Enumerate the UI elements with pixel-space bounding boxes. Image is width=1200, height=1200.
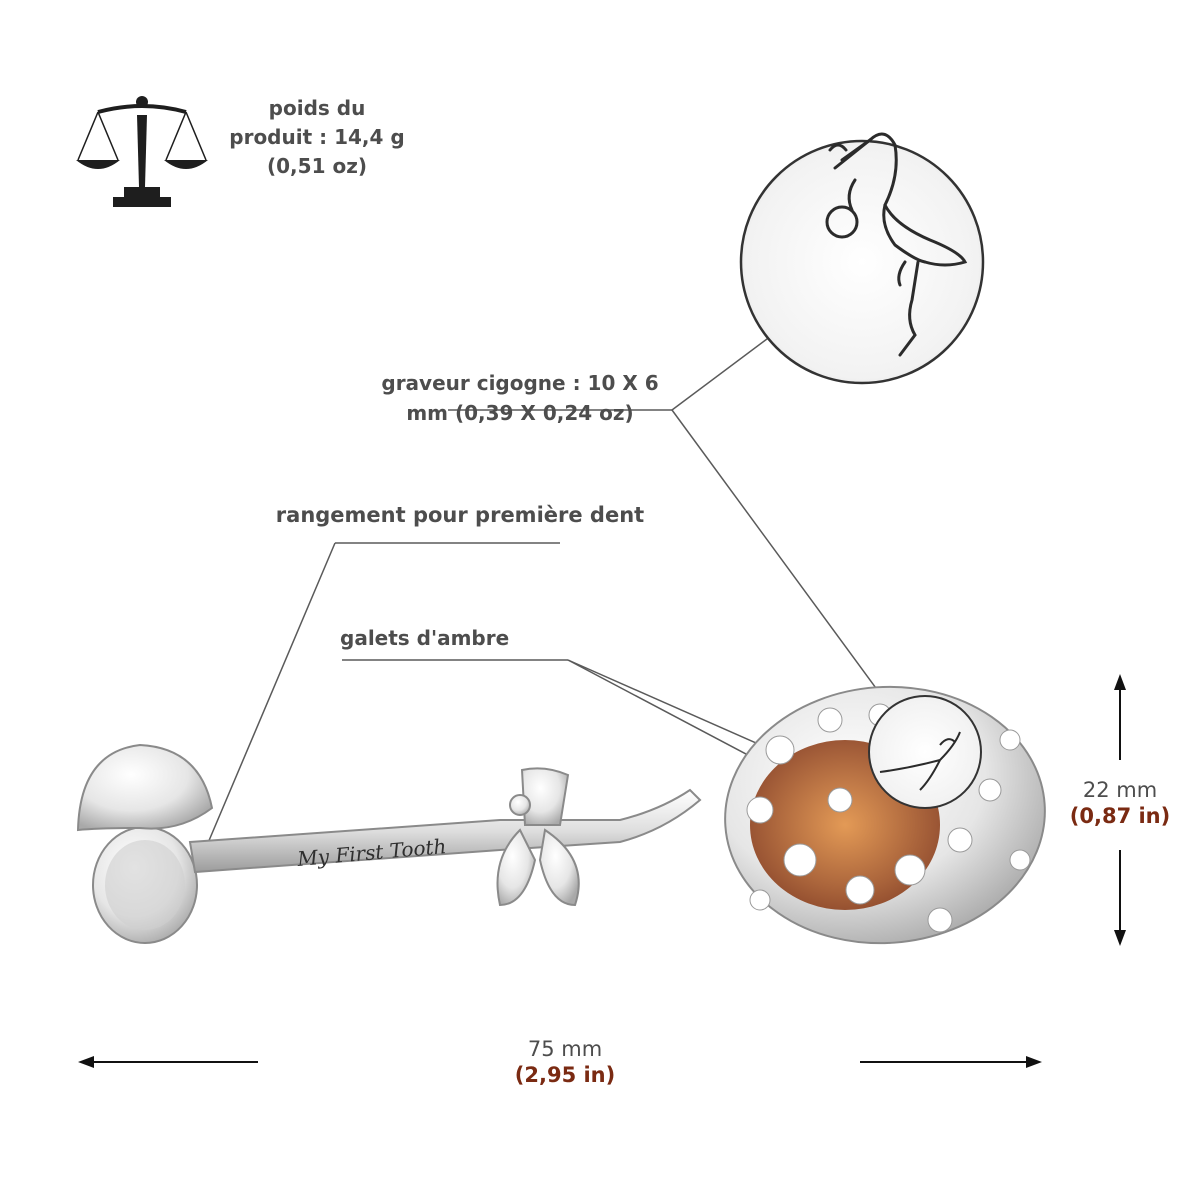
weight-line-1: poids du — [268, 96, 366, 120]
amber-pebbles-callout: galets d'ambre — [340, 626, 510, 650]
length-in: (2,95 in) — [514, 1063, 616, 1087]
engraving-line-1: graveur cigogne : 10 X 6 — [381, 371, 659, 395]
rattle-handle — [188, 788, 702, 874]
height-arrow — [1114, 674, 1126, 946]
engraving-callout: graveur cigogne : 10 X 6 mm (0,39 X 0,24… — [355, 368, 685, 428]
tooth-box — [76, 743, 214, 944]
engraving-line-2: mm (0,39 X 0,24 oz) — [406, 401, 634, 425]
height-mm: 22 mm — [1082, 778, 1158, 802]
height-dimension: 22 mm (0,87 in) — [1055, 777, 1185, 829]
tooth-storage-callout: rangement pour première dent — [275, 503, 645, 527]
stork-icon — [825, 132, 968, 357]
leader-lines — [204, 332, 893, 851]
balance-scale-icon — [76, 96, 208, 207]
engraving-zoom-circle — [739, 132, 985, 385]
length-mm: 75 mm — [527, 1037, 603, 1061]
bow-ornament — [496, 767, 580, 907]
length-dimension: 75 mm (2,95 in) — [495, 1036, 635, 1088]
weight-line-2: produit : 14,4 g — [229, 125, 405, 149]
weight-line-3: (0,51 oz) — [267, 154, 367, 178]
length-arrow — [78, 1056, 1042, 1068]
weight-label: poids du produit : 14,4 g (0,51 oz) — [222, 94, 412, 181]
rattle-egg — [724, 685, 1046, 945]
height-in: (0,87 in) — [1069, 804, 1171, 828]
engraving-medallion — [868, 695, 982, 809]
